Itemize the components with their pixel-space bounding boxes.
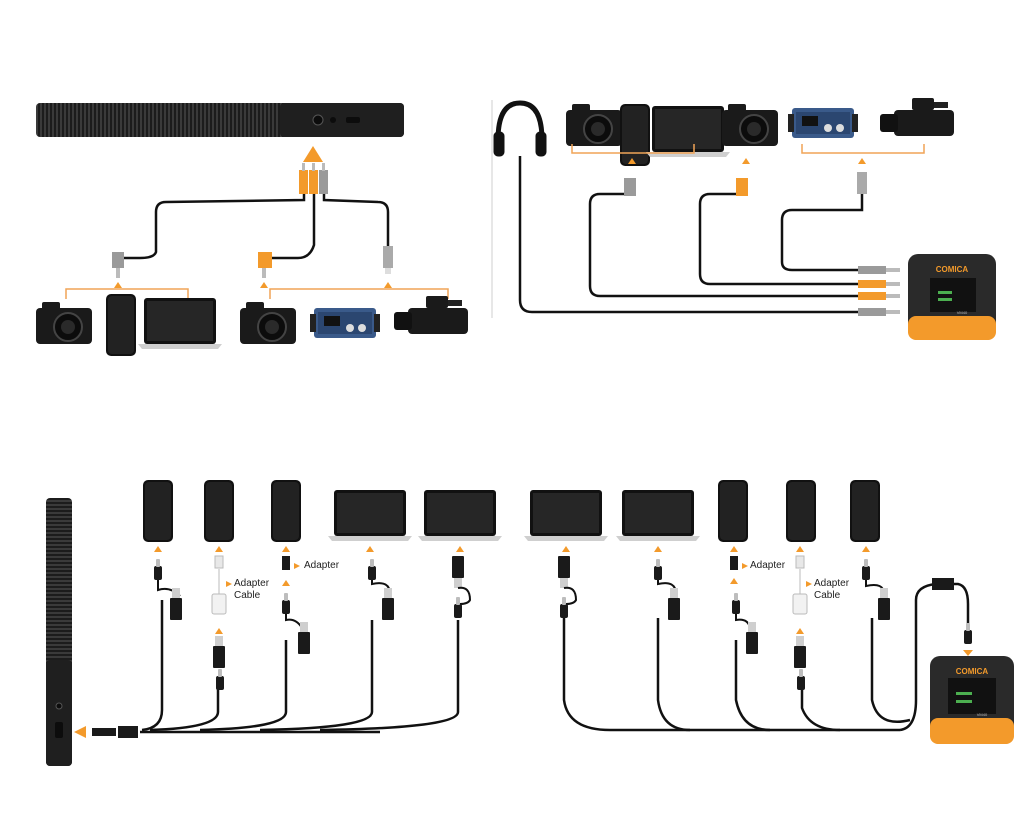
receiver-unit-bottom: COMICA VM40 [930,656,1014,744]
label-pointer-arrows [226,563,812,587]
guide-arrows-top-right [628,158,866,164]
adapter-col8 [730,556,758,654]
receiver-unit-top: COMICA VM40 [908,254,996,340]
plug-set-col7 [654,559,680,620]
adapter-cable-label-line1: Adapter [814,578,850,589]
usbc-plug-receiver [964,623,972,644]
trs-plugs-into-receiver [858,266,900,316]
top-right-cables [518,156,864,314]
adapter-cable-col9 [792,555,808,690]
top-right-plugs [624,172,867,196]
phone-icon [204,480,234,542]
plug-set-col1 [154,559,182,620]
adapter-cable-label-line2: Cable [814,590,841,601]
phone-icon [850,480,880,542]
camera-icon [721,103,779,147]
adapter-col3 [282,556,310,654]
laptop-icon [524,490,608,541]
phone-icon [143,480,173,542]
phone-icon [620,104,650,166]
laptop-icon [328,490,412,541]
camera-icon [565,103,623,147]
camera-icon [35,301,93,345]
headphones-icon [493,100,547,157]
brand-logo: COMICA [956,667,989,676]
adapter-cable-label-line1: Adapter [234,578,270,589]
adapter-label: Adapter [750,560,786,571]
camera-icon [239,301,297,345]
shotgun-mic-top [36,103,404,137]
cable-hub [932,578,954,590]
usbc-plug-mic [92,728,116,736]
right-angle-plug-orange [258,252,272,278]
phone-icon [106,294,136,356]
plug-set-col10 [862,559,890,620]
bottom-left-cables [140,600,460,734]
xlr-plug [383,246,393,274]
guide-arrows-bottom [154,546,870,634]
right-angle-plug-grey [112,252,124,278]
audio-recorder-icon [310,308,380,338]
laptop-icon [418,490,502,541]
laptop-icon [646,106,730,157]
adapter-cable-label: Adapter Cable [814,578,854,602]
bracket-lines-top-right [571,144,925,154]
phone-icon [271,480,301,542]
top-left-cables [124,192,390,260]
cable-hub [118,726,138,738]
adapter-cable-label-line2: Cable [234,590,261,601]
input-arrow-left [74,726,86,738]
adapter-cable-col2 [211,555,227,690]
adapter-cable-label: Adapter Cable [234,578,274,602]
phone-icon [786,480,816,542]
audio-recorder-icon [788,108,858,138]
bracket-lines-top-left [65,288,449,299]
plug-set-col5 [452,556,472,618]
bottom-right-cables [562,582,970,732]
plug-set-col4 [368,559,394,620]
adapter-label: Adapter [304,560,340,571]
camcorder-icon [394,296,468,334]
input-arrow-up [303,146,323,162]
trs-plugs-cluster [299,163,328,194]
shotgun-mic-vertical [46,498,72,766]
camcorder-icon [880,98,954,136]
plug-set-col6 [558,556,578,618]
guide-arrows-top-left [114,282,392,288]
laptop-icon [616,490,700,541]
model-label: VM40 [957,310,968,315]
laptop-icon [138,298,222,349]
model-label: VM40 [977,712,988,717]
input-arrow-down [963,650,973,656]
phone-icon [718,480,748,542]
brand-logo: COMICA [936,265,969,274]
